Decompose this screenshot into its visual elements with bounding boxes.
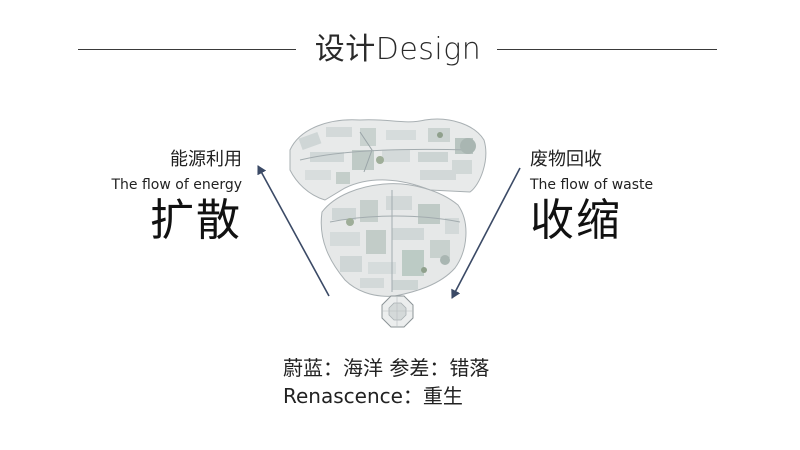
octagon-pavilion [381, 295, 414, 328]
page-title: 设计Design [314, 32, 482, 67]
caption-line-2: Renascence：重生 [283, 384, 463, 408]
caption-line-1: 蔚蓝：海洋 参差：错落 [283, 356, 490, 380]
energy-label-en: The flow of energy [111, 177, 243, 193]
title-rule-left [78, 49, 296, 50]
energy-label-zh: 能源利用 [170, 149, 242, 170]
energy-arrow [257, 165, 330, 297]
waste-label-en: The flow of waste [530, 177, 654, 193]
title-rule-right [497, 49, 717, 50]
energy-keyword: 扩散 [150, 195, 242, 246]
site-plan-lower-block [320, 183, 467, 297]
waste-arrow [451, 167, 521, 299]
waste-keyword: 收缩 [530, 195, 622, 246]
site-plan-upper-block [289, 118, 487, 201]
waste-label-zh: 废物回收 [530, 149, 602, 170]
